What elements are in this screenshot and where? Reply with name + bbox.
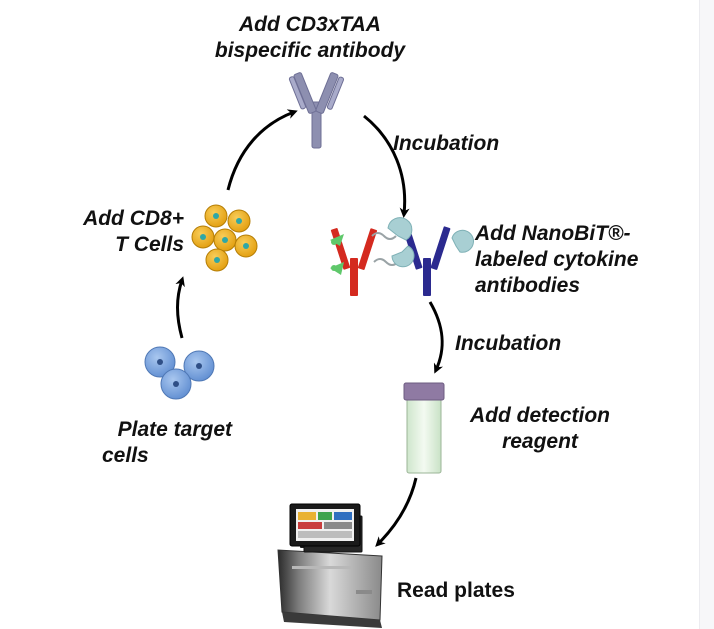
add-cd8-line-2: T Cells: [115, 233, 184, 256]
add-nanobit-line-2: labeled cytokine: [475, 248, 639, 271]
add-nanobit-line-1: Add NanoBiT®-: [475, 222, 631, 245]
plate-target-line-1: Plate target: [117, 418, 232, 441]
arrow-tcells-to-antibody: [226, 109, 298, 191]
add-antibody-line-2: bispecific antibody: [214, 39, 406, 62]
t-cell-cluster-icon: [191, 204, 258, 272]
plate-target-line-2: cells: [102, 444, 149, 467]
add-detection-label: Add detection reagent: [460, 403, 620, 455]
plate-reader-icon: [277, 503, 383, 628]
target-cell-cluster-icon: [144, 346, 215, 400]
add-detection-line-2: reagent: [502, 430, 578, 453]
read-plates-label: Read plates: [397, 579, 515, 602]
arrow-reagent-to-reader: [375, 477, 418, 547]
arrow-cells-to-tcells: [175, 276, 185, 339]
add-antibody-label: Add CD3xTAA bispecific antibody: [190, 12, 430, 64]
add-antibody-line-1: Add CD3xTAA: [239, 13, 381, 36]
incubation-label-2: Incubation: [455, 332, 562, 355]
incubation-label-1: Incubation: [393, 132, 500, 155]
bispecific-antibody-icon: [288, 72, 345, 149]
add-cd8-label: Add CD8+ T Cells: [50, 206, 184, 258]
nanobit-antibody-icon: [330, 217, 474, 296]
plate-target-label: Plate target cells: [60, 417, 232, 469]
detection-reagent-tube-icon: [403, 382, 445, 474]
arrow-antibody-to-nanobit: [363, 114, 410, 218]
add-cd8-line-1: Add CD8+: [83, 207, 184, 230]
add-detection-line-1: Add detection: [470, 404, 610, 427]
add-nanobit-line-3: antibodies: [475, 274, 581, 297]
page-edge: [699, 0, 714, 629]
arrow-nanobit-to-reagent: [428, 301, 444, 374]
add-nanobit-label: Add NanoBiT®- labeled cytokine antibodie…: [475, 221, 638, 299]
